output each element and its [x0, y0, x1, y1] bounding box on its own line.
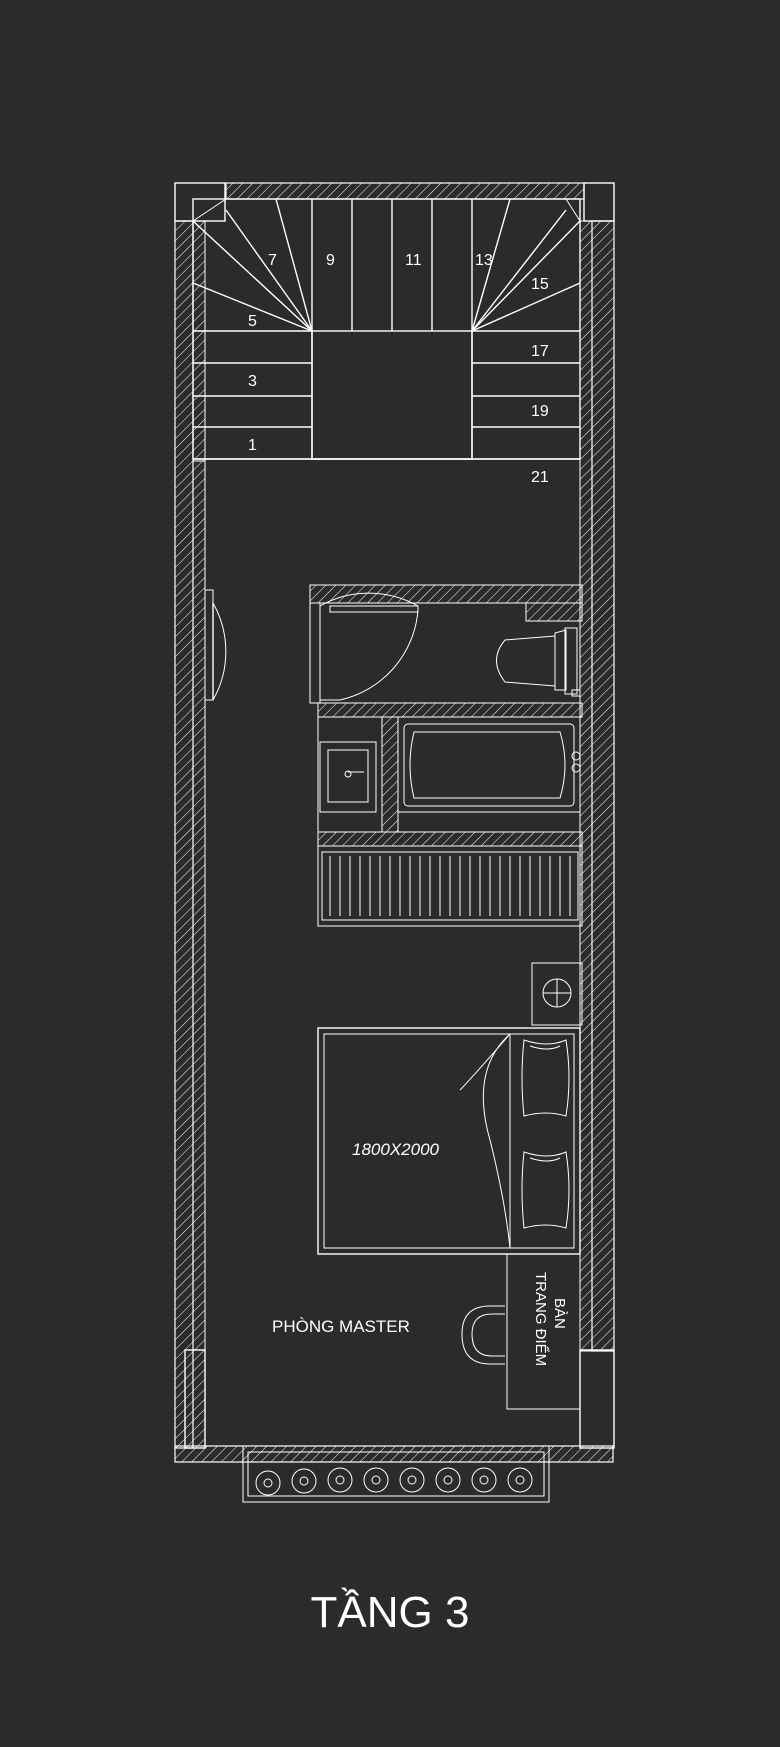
nightstand — [531, 962, 583, 1026]
bed-size-label: 1800X2000 — [352, 1140, 440, 1159]
balcony-planter — [242, 1445, 550, 1503]
plants — [255, 1467, 533, 1496]
stair-number: 11 — [405, 252, 422, 269]
floor-title: TẦNG 3 — [311, 1587, 470, 1637]
stair-number: 1 — [248, 437, 257, 454]
vanity-label-1: BÀN — [551, 1298, 568, 1329]
stair-number: 3 — [248, 373, 257, 390]
stair-number: 21 — [531, 469, 549, 486]
wardrobe-hangers — [329, 856, 571, 916]
outer-walls — [174, 182, 615, 1463]
vanity-desk: BÀN TRANG ĐIỂM — [461, 1253, 581, 1410]
pillow — [521, 1039, 570, 1117]
stair-number: 17 — [531, 343, 549, 360]
stair-number: 19 — [531, 403, 549, 420]
vanity-chair — [461, 1305, 505, 1365]
stair-number: 15 — [531, 276, 549, 293]
room-door — [204, 589, 227, 701]
bathroom — [309, 584, 583, 847]
stair-number: 13 — [475, 252, 493, 269]
toilet — [496, 627, 581, 697]
stair-number: 5 — [248, 313, 257, 330]
stair-number: 9 — [326, 252, 335, 269]
sink — [319, 741, 377, 813]
pillow — [521, 1151, 570, 1229]
staircase — [192, 198, 581, 460]
master-room-label: PHÒNG MASTER — [272, 1317, 410, 1336]
stair-numbers: 7 9 11 13 15 5 17 3 19 1 21 — [248, 252, 549, 486]
wardrobe — [317, 845, 583, 927]
bed: 1800X2000 — [317, 1027, 581, 1255]
vanity-label-2: TRANG ĐIỂM — [532, 1272, 550, 1366]
stair-number: 7 — [268, 252, 277, 269]
bathtub — [397, 716, 581, 813]
